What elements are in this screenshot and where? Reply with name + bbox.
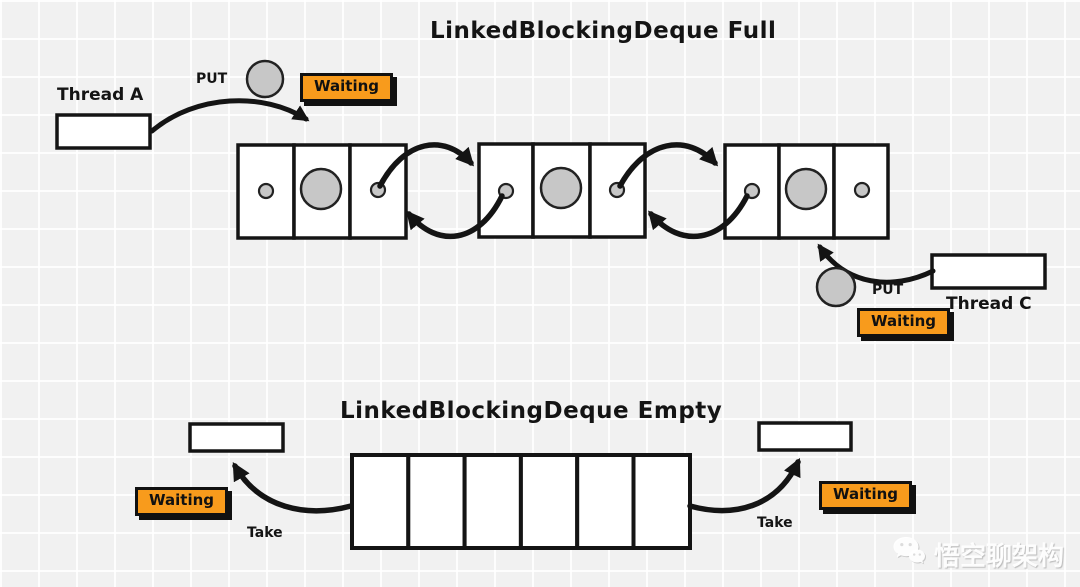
thread-c-label: Thread C	[946, 294, 1032, 314]
take-left-arrow	[232, 462, 354, 514]
prev-link-arrow-2	[648, 193, 750, 240]
take-right-arrow	[687, 457, 801, 514]
title-full: LinkedBlockingDeque Full	[430, 18, 777, 44]
thread-c-box	[930, 253, 1047, 290]
next-link-arrow-2	[617, 142, 719, 189]
title-empty: LinkedBlockingDeque Empty	[340, 398, 723, 424]
thread-a-label: Thread A	[57, 85, 144, 105]
take-label-right: Take	[757, 515, 793, 531]
empty-deque	[350, 453, 692, 550]
prev-link-arrow-1	[406, 193, 505, 240]
thread-a-box	[55, 113, 152, 150]
pending-element-c	[815, 266, 857, 308]
put-label-a: PUT	[196, 71, 228, 87]
prev-pointer-dot	[257, 182, 275, 200]
waiting-badge-take-left: Waiting	[135, 487, 229, 516]
next-link-arrow-1	[377, 142, 475, 189]
waiting-badge-thread-c: Waiting	[857, 308, 951, 337]
next-pointer-dot	[853, 181, 871, 199]
pending-element-a	[245, 59, 285, 99]
element-circle	[299, 167, 343, 211]
waiting-badge-take-right: Waiting	[819, 481, 913, 510]
deque-node-3	[723, 143, 890, 240]
deque-node-1	[236, 143, 408, 240]
take-right-box	[757, 421, 853, 452]
element-circle	[784, 167, 828, 211]
take-left-box	[188, 422, 285, 453]
take-label-left: Take	[247, 525, 283, 541]
deque-node-2	[477, 142, 647, 239]
put-label-c: PUT	[872, 282, 904, 298]
element-circle	[539, 166, 583, 210]
thread-a-put-arrow	[149, 98, 310, 134]
thread-c-put-arrow	[817, 243, 936, 285]
waiting-badge-thread-a: Waiting	[300, 73, 394, 102]
